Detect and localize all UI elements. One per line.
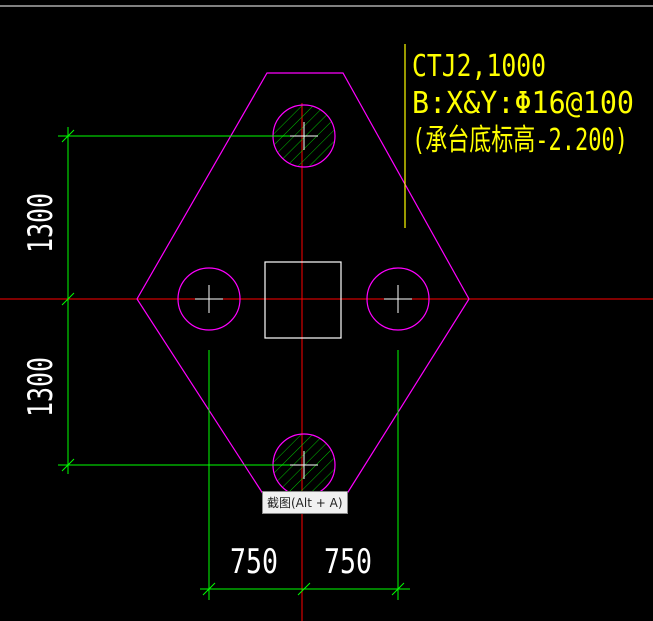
annotation-line-2[interactable]: B:X&Y:Φ16@100: [412, 86, 634, 121]
dimension-text-horizontal-left[interactable]: 750: [230, 542, 278, 582]
vertical-dimension[interactable]: [58, 127, 290, 474]
dimension-text-vertical-lower[interactable]: 1300: [21, 357, 61, 417]
dimension-text-horizontal-right[interactable]: 750: [324, 542, 372, 582]
pile-left[interactable]: [177, 267, 241, 331]
annotation-line-1[interactable]: CTJ2,1000: [412, 49, 546, 84]
dimension-text-vertical-upper[interactable]: 1300: [21, 193, 61, 253]
annotation-line-3[interactable]: (承台底标高-2.200): [412, 123, 628, 158]
screenshot-tooltip: 截图(Alt + A): [262, 491, 348, 514]
pile-bottom[interactable]: [272, 433, 336, 497]
pile-right[interactable]: [366, 267, 430, 331]
column-square[interactable]: [264, 261, 342, 339]
horizontal-dimension[interactable]: [200, 350, 410, 600]
